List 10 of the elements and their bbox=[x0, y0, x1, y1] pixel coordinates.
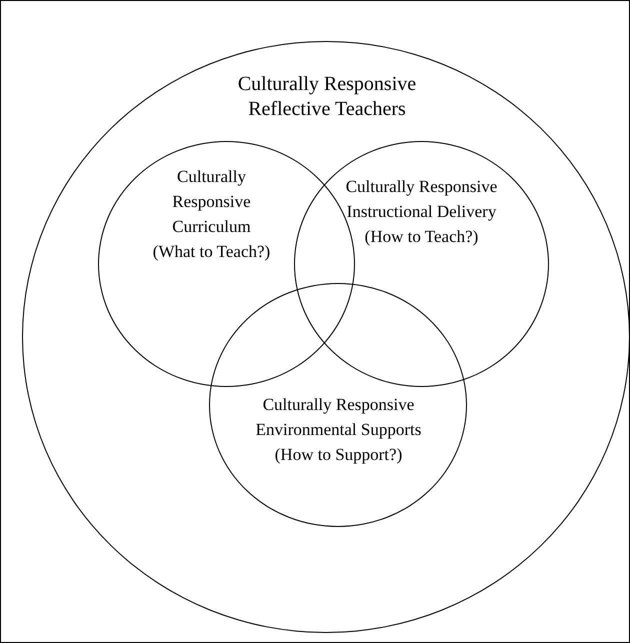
venn-circle bbox=[208, 282, 466, 526]
circle-subtitle: (How to Teach?) bbox=[364, 226, 480, 248]
venn-circle bbox=[294, 140, 548, 386]
venn-circle bbox=[22, 41, 629, 633]
circle-title: Culturally Responsive Curriculum bbox=[171, 166, 252, 238]
circle-subtitle: (What to Teach?) bbox=[152, 240, 272, 262]
circle-subtitle: (How to Support?) bbox=[274, 444, 404, 466]
circle-title: Culturally Responsive Instructional Delivery bbox=[344, 176, 498, 223]
circle-title: Culturally Responsive Reflective Teachers bbox=[236, 72, 418, 122]
circle-title: Culturally Responsive Environmental Supports bbox=[254, 394, 422, 441]
